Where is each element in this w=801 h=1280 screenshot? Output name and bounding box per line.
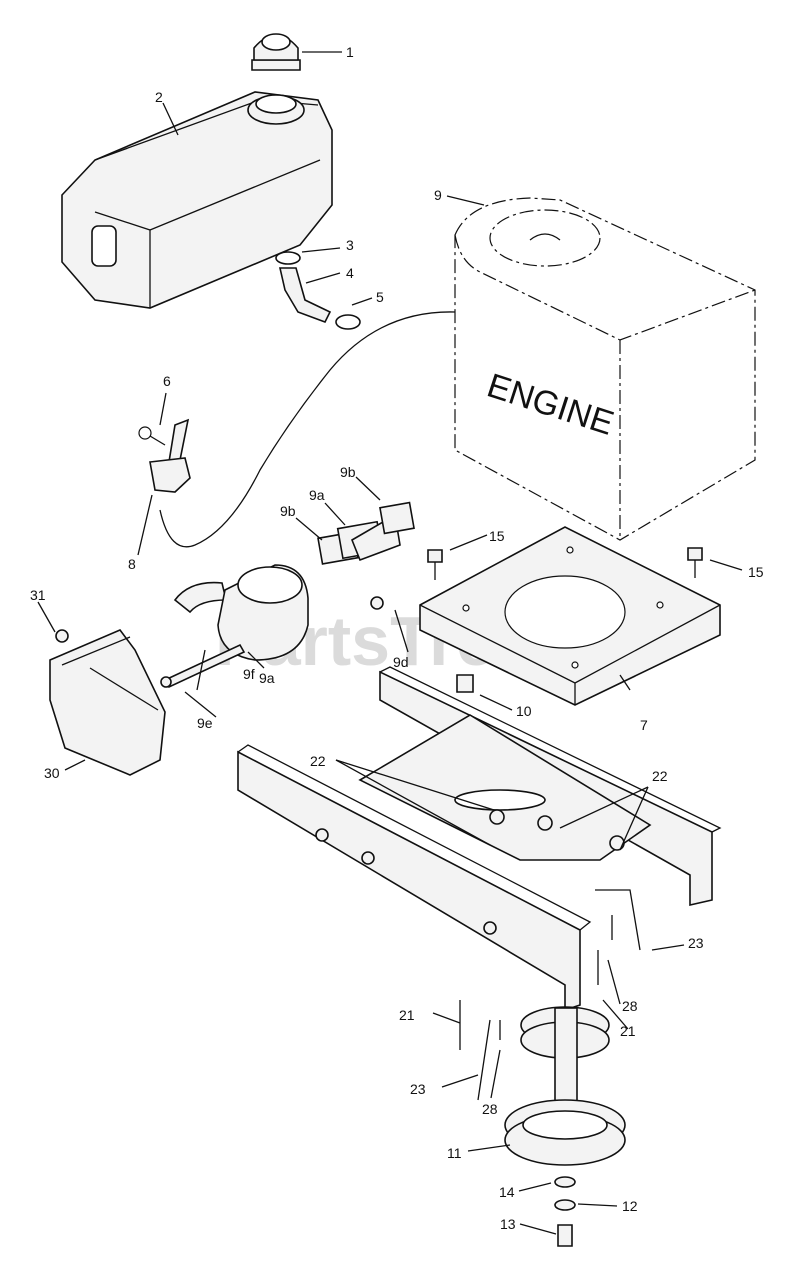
callout-9a-bottom: 9a — [259, 670, 275, 686]
callout-23-right: 23 — [688, 935, 704, 951]
callout-11: 11 — [447, 1145, 462, 1161]
fuel-hose-and-clamps — [275, 251, 361, 330]
fuel-cap — [251, 33, 301, 71]
callout-9: 9 — [434, 187, 442, 203]
callout-9d: 9d — [393, 654, 409, 670]
heat-shield — [49, 629, 166, 776]
pto-pulley-assembly — [504, 1006, 626, 1247]
callout-15-left: 15 — [489, 528, 505, 544]
engine-label: ENGINE — [483, 366, 619, 442]
callout-9b-right: 9b — [340, 464, 356, 480]
muffler-assembly — [160, 501, 415, 689]
callout-9b-left: 9b — [280, 503, 296, 519]
callout-9e: 9e — [197, 715, 213, 731]
callout-31: 31 — [30, 587, 46, 603]
callout-28-left: 28 — [482, 1101, 498, 1117]
bolts — [427, 547, 703, 693]
callout-2: 2 — [155, 89, 163, 105]
engine-outline: ENGINE — [454, 197, 756, 541]
callout-23-left: 23 — [410, 1081, 426, 1097]
callout-22-left: 22 — [310, 753, 326, 769]
callout-9a-top: 9a — [309, 487, 325, 503]
callout-10: 10 — [516, 703, 532, 719]
engine-mounting-plate — [419, 526, 721, 706]
callout-21-left: 21 — [399, 1007, 415, 1023]
callout-14: 14 — [499, 1184, 515, 1200]
callout-4: 4 — [346, 265, 354, 281]
callout-8: 8 — [128, 556, 136, 572]
callout-labels: 1 2 9 3 4 5 6 9b 9a 9b 15 8 15 31 9d 9f … — [30, 44, 764, 1232]
fuel-tank — [61, 91, 333, 309]
callout-28-right: 28 — [622, 998, 638, 1014]
callout-12: 12 — [622, 1198, 638, 1214]
callout-5: 5 — [376, 289, 384, 305]
callout-leaders — [37, 51, 743, 1235]
throttle-cable — [159, 311, 456, 548]
brackets-and-bolts — [459, 889, 641, 1101]
callout-22-right: 22 — [652, 768, 668, 784]
callout-3: 3 — [346, 237, 354, 253]
callout-13: 13 — [500, 1216, 516, 1232]
callout-15-right: 15 — [748, 564, 764, 580]
throttle-control — [138, 418, 191, 493]
callout-6: 6 — [163, 373, 171, 389]
callout-9f: 9f — [243, 666, 255, 682]
tractor-frame — [237, 666, 722, 1012]
callout-1: 1 — [346, 44, 354, 60]
callout-7: 7 — [640, 717, 648, 733]
callout-30: 30 — [44, 765, 60, 781]
callout-21-right: 21 — [620, 1023, 636, 1039]
